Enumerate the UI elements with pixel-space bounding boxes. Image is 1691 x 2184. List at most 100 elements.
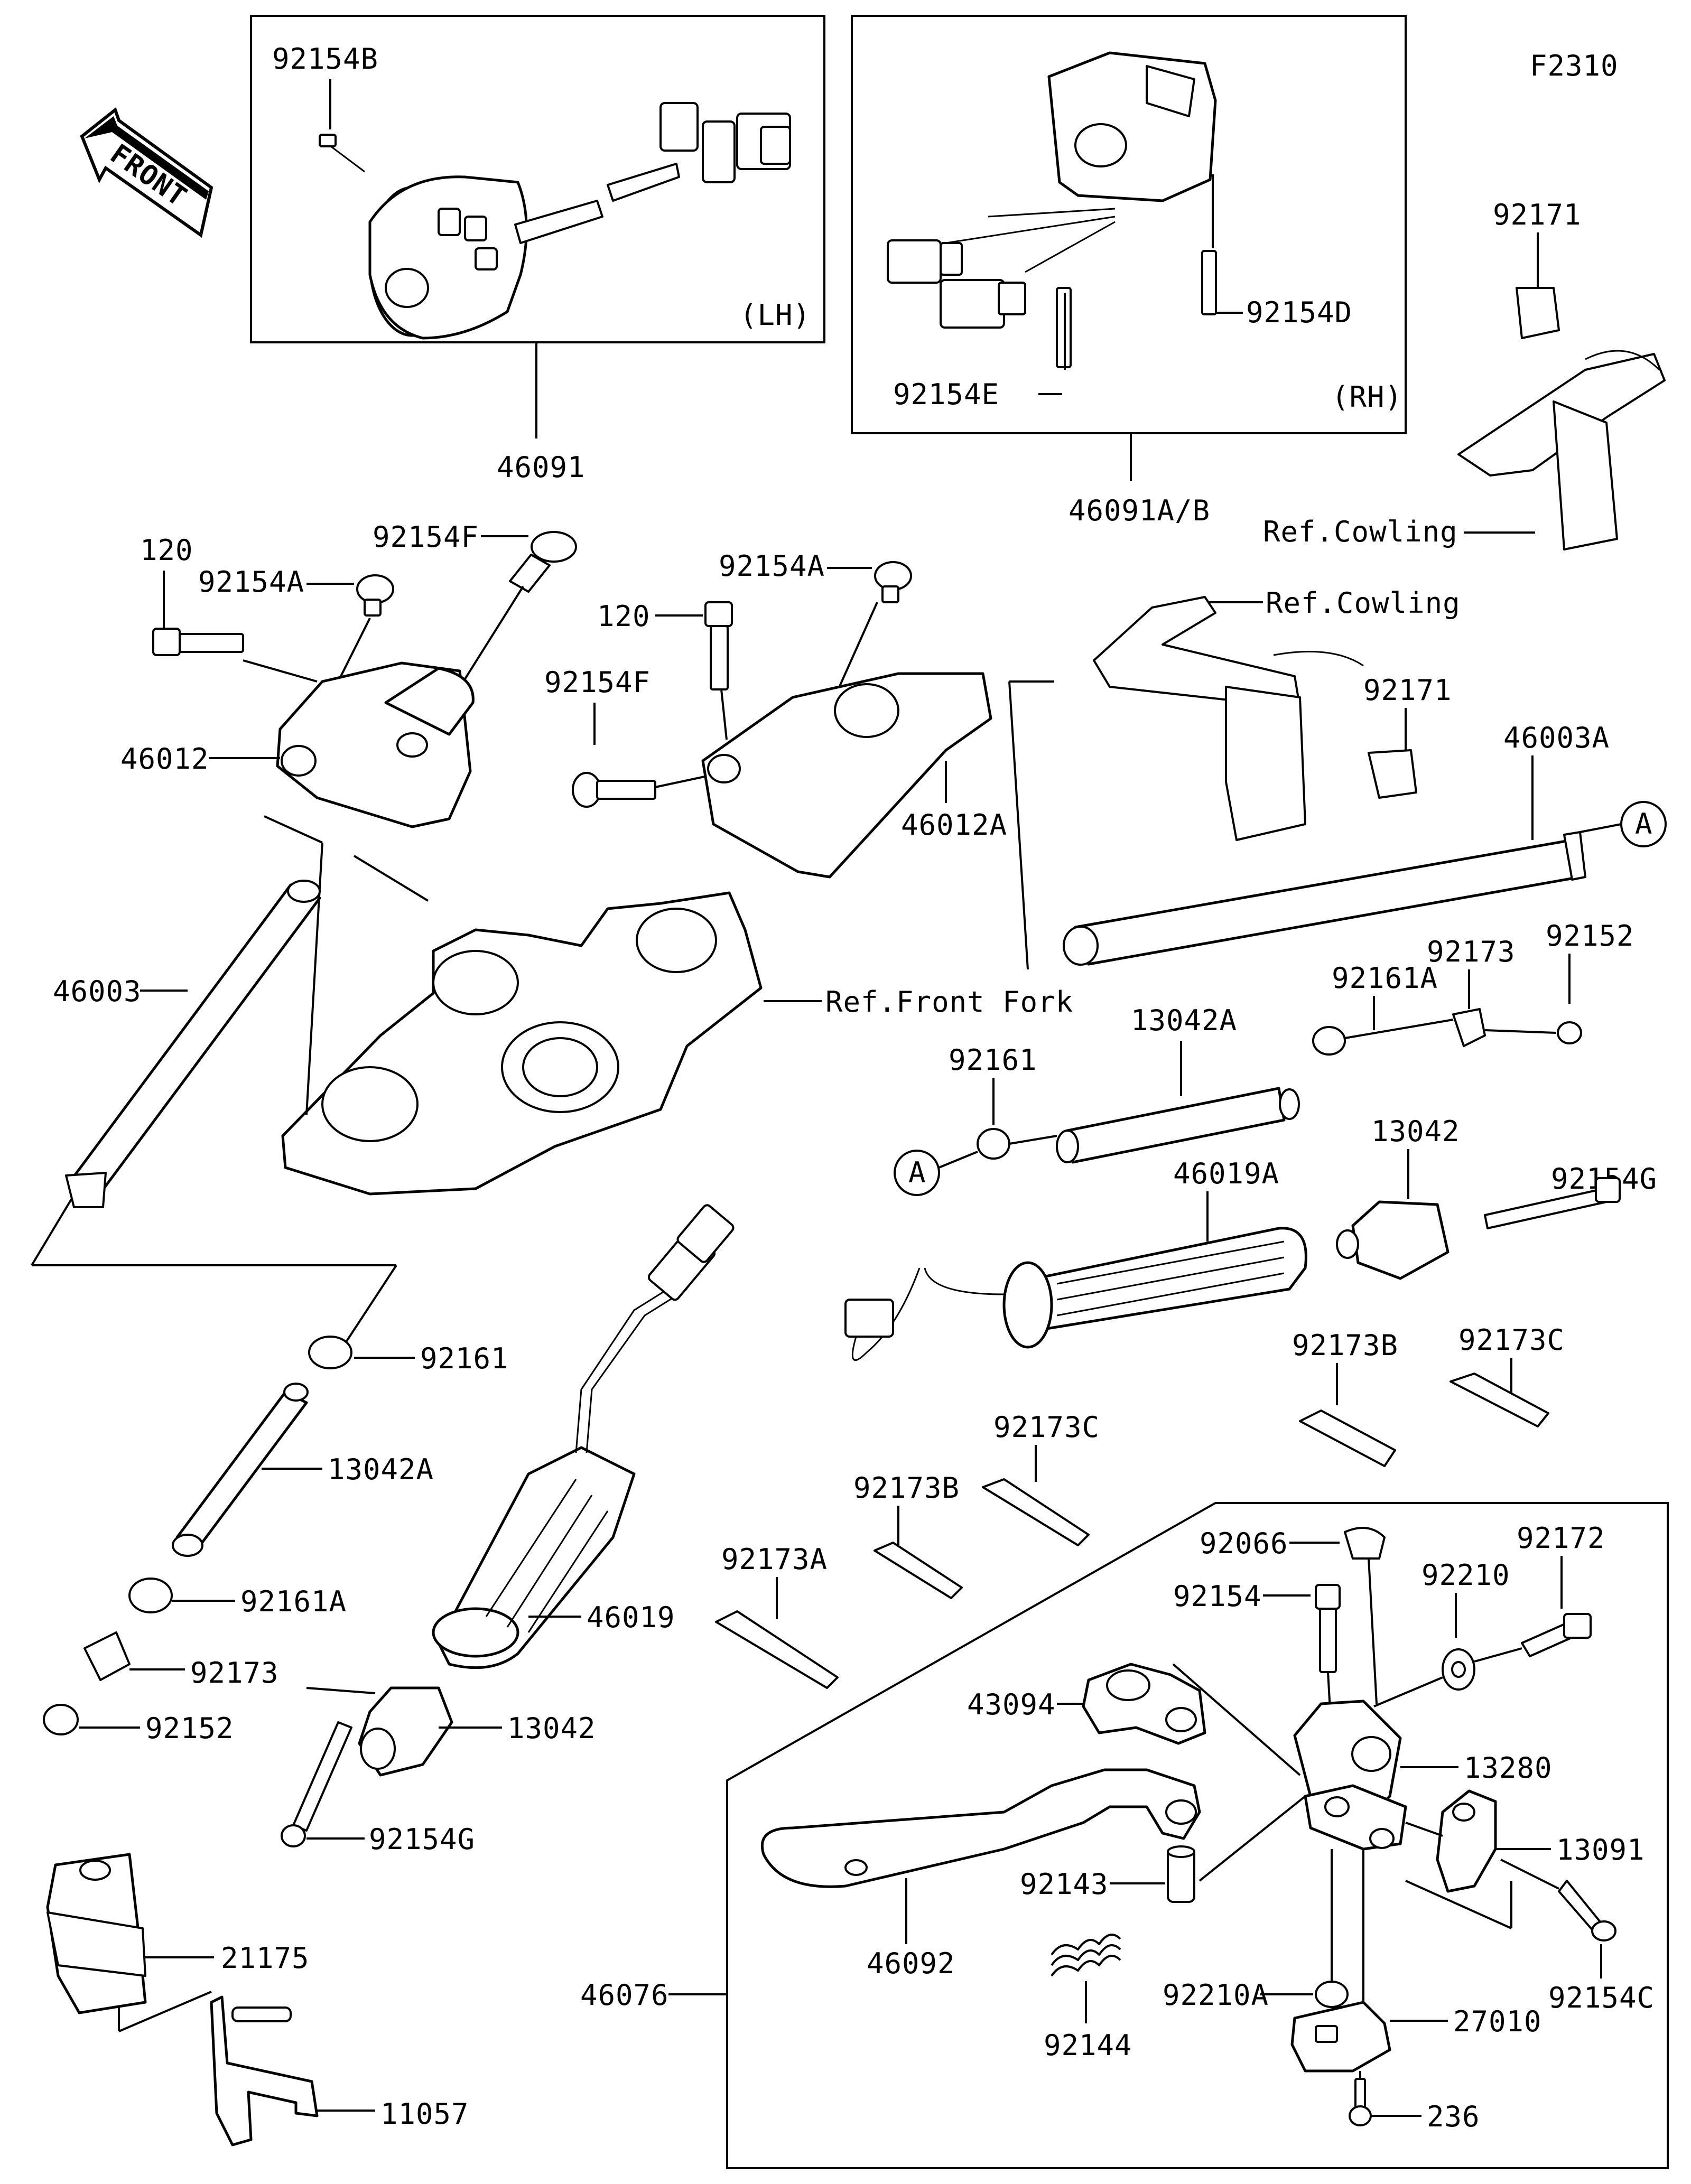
label-92210: 92210 (1421, 1558, 1510, 1592)
label-46003: 46003 (53, 975, 142, 1008)
circle-A-2: A (908, 1156, 926, 1189)
top-clamp-left (276, 661, 475, 828)
screw-236 (1349, 2078, 1372, 2126)
rh-switch-housing (887, 51, 1217, 368)
label-92154G-b: 92154G (369, 1823, 475, 1856)
washer-92210 (1442, 1648, 1475, 1691)
label-92154C: 92154C (1548, 1981, 1655, 2014)
spring-92144 (1051, 1934, 1121, 1977)
lh-switch-housing (319, 102, 791, 340)
label-92210A: 92210A (1163, 1978, 1269, 2012)
bolt-92154A-left (356, 574, 394, 617)
weight-inner-13042A-right (1056, 1087, 1300, 1164)
cowling-bracket-center (1093, 596, 1364, 841)
label-92173C-b: 92173C (993, 1411, 1100, 1444)
grip-46019A-right (844, 1227, 1307, 1361)
tie-92173B-right (1299, 1410, 1396, 1467)
label-92161-a: 92161 (949, 1043, 1037, 1077)
label-92173-b: 92173 (190, 1656, 279, 1690)
label-92154: 92154 (1173, 1580, 1262, 1613)
label-92066: 92066 (1200, 1527, 1288, 1560)
rh-switch-box (851, 15, 1407, 434)
clip-92173-right (1452, 1008, 1486, 1047)
label-46091AB: 46091A/B (1069, 494, 1210, 527)
top-clamp-right (701, 672, 992, 879)
label-13042A-a: 13042A (1131, 1004, 1237, 1037)
label-43094: 43094 (967, 1688, 1056, 1721)
washer-92152-left (43, 1704, 79, 1735)
label-92172: 92172 (1517, 1522, 1605, 1555)
label-13042A-b: 13042A (328, 1453, 434, 1486)
label-46092: 46092 (867, 1947, 955, 1980)
label-92173-a: 92173 (1427, 935, 1516, 968)
pin-92143 (1167, 1845, 1195, 1903)
label-92152-a: 92152 (1546, 919, 1634, 953)
label-120-b: 120 (597, 600, 651, 633)
nut-92161A-right (1312, 1026, 1346, 1056)
bolt-92154F-right (572, 772, 656, 808)
label-92144: 92144 (1044, 2029, 1132, 2062)
label-13042-a: 13042 (1371, 1115, 1460, 1148)
bracket-11057 (210, 1995, 319, 2146)
lever-assembly-box (726, 1502, 1669, 2169)
nut-92161-right (977, 1128, 1010, 1160)
brake-lever-46092 (760, 1768, 1201, 1888)
label-120-a: 120 (140, 534, 193, 567)
label-lh: (LH) (740, 298, 811, 332)
clamp-13091 (1436, 1789, 1497, 1893)
label-27010: 27010 (1453, 2005, 1542, 2038)
label-46003A: 46003A (1503, 721, 1610, 754)
clip-92171-center (1368, 749, 1417, 799)
label-13091: 13091 (1556, 1833, 1645, 1866)
master-cylinder-13280 (1293, 1700, 1407, 1851)
label-46019: 46019 (587, 1601, 675, 1634)
circle-A-1: A (1635, 807, 1653, 841)
bar-end-13042-right (1336, 1200, 1450, 1280)
front-arrow-icon (80, 107, 213, 238)
label-92161-b: 92161 (420, 1342, 509, 1375)
label-236: 236 (1427, 2100, 1480, 2133)
label-92161A-a: 92161A (1332, 962, 1438, 995)
tie-92173A (715, 1610, 839, 1689)
label-46012A: 46012A (901, 808, 1007, 842)
relay-21175 (46, 1853, 147, 2014)
switch-27010 (1290, 2001, 1391, 2073)
bolt-92154G-right (1484, 1177, 1621, 1229)
label-ref-cowling-1: Ref.Cowling (1263, 515, 1458, 548)
label-92161A-b: 92161A (240, 1585, 347, 1618)
label-92143: 92143 (1020, 1868, 1109, 1901)
label-92171-a: 92171 (1493, 198, 1582, 231)
handlebar-right (1063, 831, 1586, 966)
cowling-bracket-right (1457, 350, 1666, 550)
bar-end-13042-left (358, 1686, 453, 1777)
screw-92172 (1521, 1613, 1592, 1657)
label-92154B: 92154B (272, 42, 378, 76)
bolt-92154C (1558, 1880, 1616, 1942)
label-ref-front-fork: Ref.Front Fork (825, 985, 1073, 1019)
bolt-92154F-left (509, 531, 577, 593)
cap-92066 (1344, 1527, 1386, 1560)
nut-92161A-left (128, 1578, 173, 1613)
tie-92173C-center (982, 1478, 1090, 1546)
label-92171-b: 92171 (1363, 674, 1452, 707)
nut-92210A (1315, 1981, 1349, 2008)
lh-switch-box (250, 15, 825, 343)
bolt-120-left (152, 628, 244, 656)
label-92173C-a: 92173C (1458, 1323, 1565, 1357)
label-21175: 21175 (221, 1942, 310, 1975)
bolt-92154G-left (281, 1721, 352, 1847)
clip-92173-left (83, 1631, 131, 1681)
label-ref-cowling-2: Ref.Cowling (1266, 586, 1461, 620)
washer-92152-right (1557, 1021, 1582, 1044)
label-92154E: 92154E (893, 378, 999, 411)
handlebar-left (65, 880, 321, 1208)
bolt-92154A-right (874, 561, 912, 603)
bolt-120-right (704, 601, 733, 690)
label-92173A: 92173A (721, 1543, 828, 1576)
label-13280: 13280 (1464, 1751, 1553, 1785)
label-92154A-b: 92154A (719, 549, 825, 583)
label-92154F-b: 92154F (544, 666, 651, 699)
weight-inner-13042A-left (172, 1383, 309, 1557)
label-46076: 46076 (580, 1978, 669, 2012)
